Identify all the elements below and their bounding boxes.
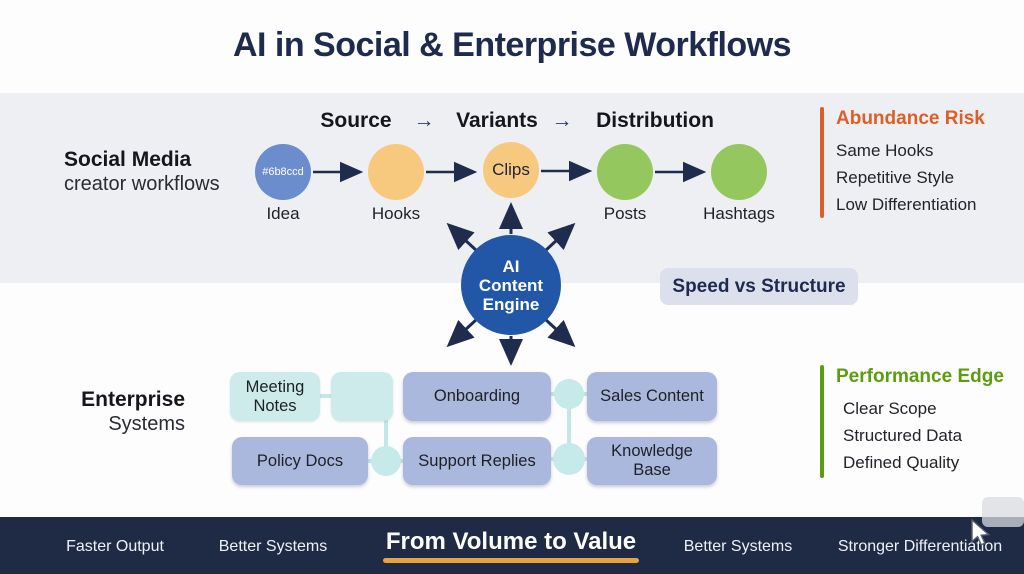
footer-bar: Faster Output Better Systems From Volume… bbox=[0, 517, 1024, 574]
footer-item-better-systems-1: Better Systems bbox=[218, 538, 328, 555]
box-onboarding: Onboarding bbox=[403, 372, 551, 421]
stage-distribution: Distribution bbox=[596, 109, 714, 132]
enterprise-connector-dots bbox=[371, 379, 585, 476]
node-clips: Clips bbox=[483, 142, 539, 198]
performance-edge-item: Structured Data bbox=[843, 426, 963, 445]
engine-line: AI bbox=[502, 256, 520, 276]
node-clips-inner-text: Clips bbox=[492, 160, 530, 179]
overlay-remnant bbox=[982, 497, 1024, 527]
box-knowledge-base: Knowledge Base bbox=[587, 437, 717, 485]
node-posts-label: Posts bbox=[603, 204, 647, 223]
footer-item-stronger-differentiation: Stronger Differentiation bbox=[837, 538, 1003, 555]
abundance-risk-panel: Abundance Risk Same Hooks Repetitive Sty… bbox=[836, 108, 985, 218]
enterprise-label-sub: Systems bbox=[108, 413, 185, 435]
node-posts bbox=[597, 144, 653, 200]
footer-item-faster-output: Faster Output bbox=[66, 538, 164, 555]
stage-arrow-1: → bbox=[413, 109, 435, 132]
performance-edge-panel: Performance Edge Clear Scope Structured … bbox=[836, 366, 1004, 476]
node-idea-label: Idea bbox=[266, 204, 300, 223]
box-meeting-notes-label: Meeting Notes bbox=[245, 377, 305, 415]
stage-source: Source bbox=[320, 109, 392, 132]
page-title: AI in Social & Enterprise Workflows bbox=[232, 26, 792, 64]
performance-edge-item: Defined Quality bbox=[843, 453, 960, 472]
social-media-label: Social Media creator workflows bbox=[64, 147, 220, 197]
box-policy-docs-label: Policy Docs bbox=[256, 451, 344, 470]
node-hooks bbox=[368, 144, 424, 200]
speed-vs-structure-pill: Speed vs Structure bbox=[660, 268, 858, 305]
box-sales-content: Sales Content bbox=[587, 372, 717, 421]
performance-edge-bar bbox=[820, 365, 824, 478]
box-spare-teal bbox=[331, 372, 393, 421]
stage-variants: Variants bbox=[456, 109, 538, 132]
social-media-label-sub: creator workflows bbox=[64, 173, 220, 195]
engine-line: Content bbox=[478, 275, 544, 295]
enterprise-label: Enterprise Systems bbox=[45, 387, 185, 437]
abundance-risk-title: Abundance Risk bbox=[836, 108, 985, 129]
abundance-risk-item: Same Hooks bbox=[836, 141, 934, 160]
box-knowledge-base-label: Knowledge Base bbox=[611, 442, 693, 479]
node-hashtags bbox=[711, 144, 767, 200]
node-idea: #6b8ccd bbox=[255, 144, 311, 200]
abundance-risk-item: Repetitive Style bbox=[836, 168, 955, 187]
box-onboarding-label: Onboarding bbox=[433, 387, 521, 405]
engine-line: Engine bbox=[482, 294, 540, 314]
flow-arrows bbox=[313, 160, 707, 183]
stage-arrow-2: → bbox=[551, 109, 573, 132]
enterprise-label-bold: Enterprise bbox=[81, 388, 185, 411]
social-media-label-bold: Social Media bbox=[64, 148, 192, 171]
node-hooks-label: Hooks bbox=[371, 204, 421, 223]
box-support-replies: Support Replies bbox=[403, 437, 551, 485]
performance-edge-title: Performance Edge bbox=[836, 366, 1004, 387]
footer-item-better-systems-2: Better Systems bbox=[683, 538, 793, 555]
mouse-cursor-icon bbox=[971, 519, 991, 546]
footer-headline-underline bbox=[383, 558, 639, 563]
box-policy-docs: Policy Docs bbox=[232, 437, 368, 485]
performance-edge-item: Clear Scope bbox=[843, 399, 937, 418]
box-meeting-notes: Meeting Notes bbox=[230, 372, 320, 421]
ai-content-engine-hub: AI Content Engine bbox=[461, 235, 561, 335]
abundance-risk-bar bbox=[820, 107, 824, 218]
box-sales-content-label: Sales Content bbox=[600, 387, 704, 405]
box-support-replies-label: Support Replies bbox=[418, 451, 536, 470]
node-hashtags-label: Hashtags bbox=[703, 204, 775, 223]
abundance-risk-item: Low Differentiation bbox=[836, 195, 977, 214]
footer-headline: From Volume to Value bbox=[385, 528, 637, 555]
engine-arrows bbox=[446, 202, 576, 366]
node-idea-inner-text: #6b8ccd bbox=[262, 166, 304, 178]
